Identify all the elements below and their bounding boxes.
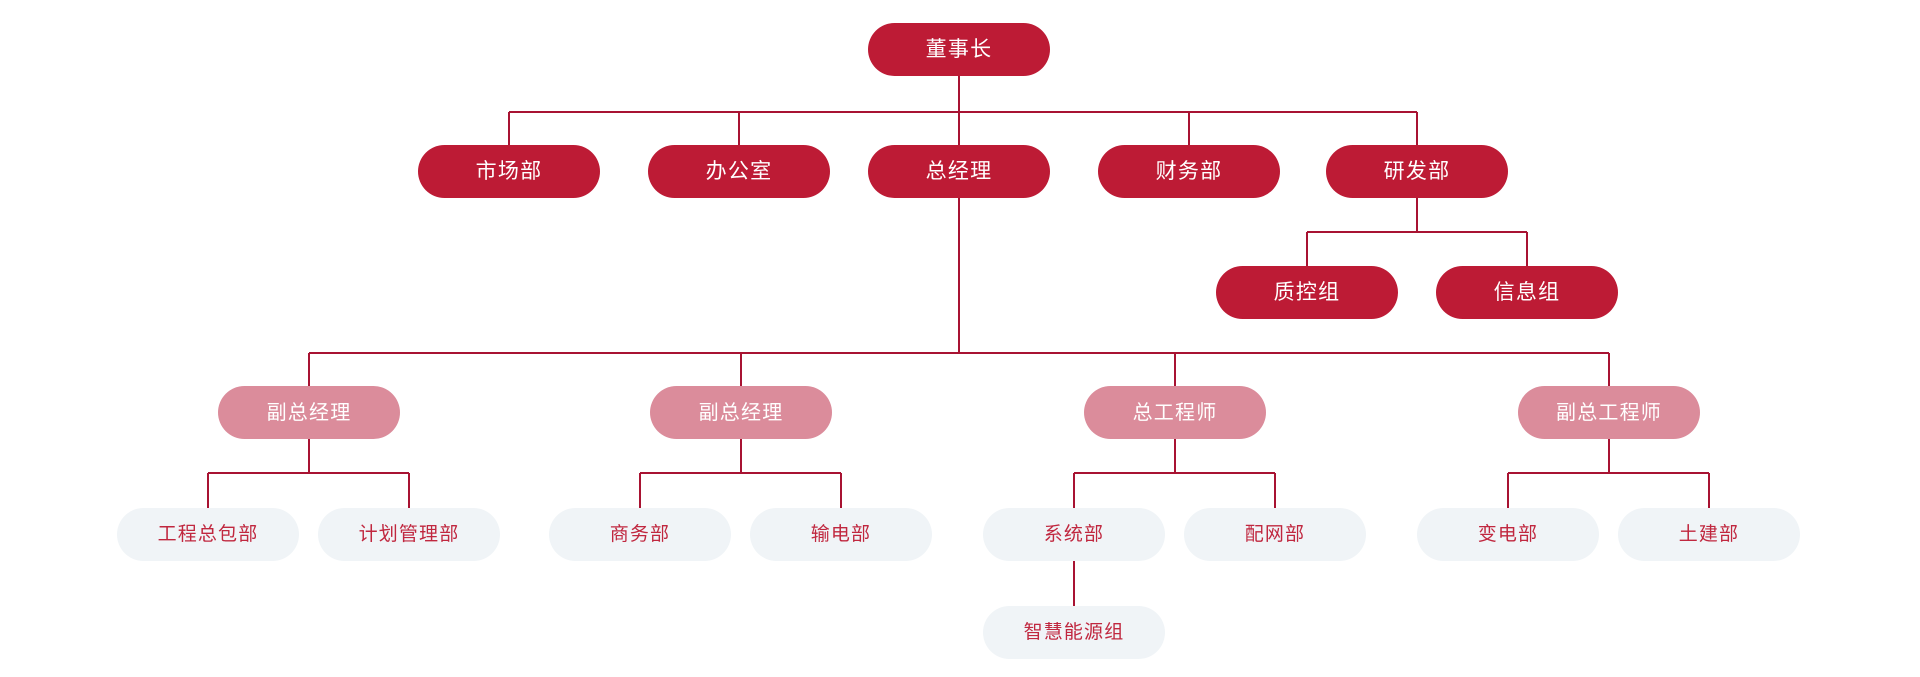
org-node-deputy-chief-engineer[interactable]: 副总工程师	[1518, 386, 1700, 439]
org-node-label-chief-engineer: 总工程师	[1132, 401, 1218, 424]
org-node-label-general-manager: 总经理	[925, 160, 993, 183]
org-node-label-system-dept: 系统部	[1043, 524, 1105, 545]
org-node-deputy-gm-1[interactable]: 副总经理	[218, 386, 400, 439]
org-node-label-epc-dept: 工程总包部	[157, 524, 259, 545]
org-node-system-dept[interactable]: 系统部	[983, 508, 1165, 561]
org-node-label-chairman: 董事长	[925, 38, 993, 61]
org-node-civil-dept[interactable]: 土建部	[1618, 508, 1800, 561]
org-node-label-planning-dept: 计划管理部	[358, 524, 460, 545]
org-node-label-office: 办公室	[705, 160, 773, 183]
org-node-marketing[interactable]: 市场部	[418, 145, 600, 198]
org-node-label-finance: 财务部	[1155, 160, 1223, 183]
org-node-label-smart-energy-group: 智慧能源组	[1023, 622, 1125, 643]
org-node-label-marketing: 市场部	[475, 160, 543, 183]
org-node-epc-dept[interactable]: 工程总包部	[117, 508, 299, 561]
org-node-substation-dept[interactable]: 变电部	[1417, 508, 1599, 561]
org-node-office[interactable]: 办公室	[648, 145, 830, 198]
org-node-business-dept[interactable]: 商务部	[549, 508, 731, 561]
org-node-chief-engineer[interactable]: 总工程师	[1084, 386, 1266, 439]
org-node-label-deputy-gm-1: 副总经理	[266, 401, 352, 424]
org-node-deputy-gm-2[interactable]: 副总经理	[650, 386, 832, 439]
org-node-quality-control-group[interactable]: 质控组	[1216, 266, 1398, 319]
org-node-label-substation-dept: 变电部	[1477, 524, 1539, 545]
org-node-label-deputy-gm-2: 副总经理	[698, 401, 784, 424]
org-node-finance[interactable]: 财务部	[1098, 145, 1280, 198]
org-node-label-quality-control-group: 质控组	[1273, 281, 1341, 304]
org-node-transmission-dept[interactable]: 输电部	[750, 508, 932, 561]
org-node-label-rnd: 研发部	[1383, 160, 1451, 183]
org-node-chairman[interactable]: 董事长	[868, 23, 1050, 76]
org-node-label-information-group: 信息组	[1493, 281, 1561, 304]
org-node-general-manager[interactable]: 总经理	[868, 145, 1050, 198]
org-node-smart-energy-group[interactable]: 智慧能源组	[983, 606, 1165, 659]
org-node-label-distribution-dept: 配网部	[1244, 524, 1306, 545]
org-node-label-transmission-dept: 输电部	[810, 524, 872, 545]
org-node-label-deputy-chief-engineer: 副总工程师	[1556, 401, 1662, 424]
org-node-distribution-dept[interactable]: 配网部	[1184, 508, 1366, 561]
org-node-information-group[interactable]: 信息组	[1436, 266, 1618, 319]
org-node-label-business-dept: 商务部	[609, 524, 671, 545]
org-node-rnd[interactable]: 研发部	[1326, 145, 1508, 198]
org-node-planning-dept[interactable]: 计划管理部	[318, 508, 500, 561]
org-node-label-civil-dept: 土建部	[1678, 524, 1740, 545]
